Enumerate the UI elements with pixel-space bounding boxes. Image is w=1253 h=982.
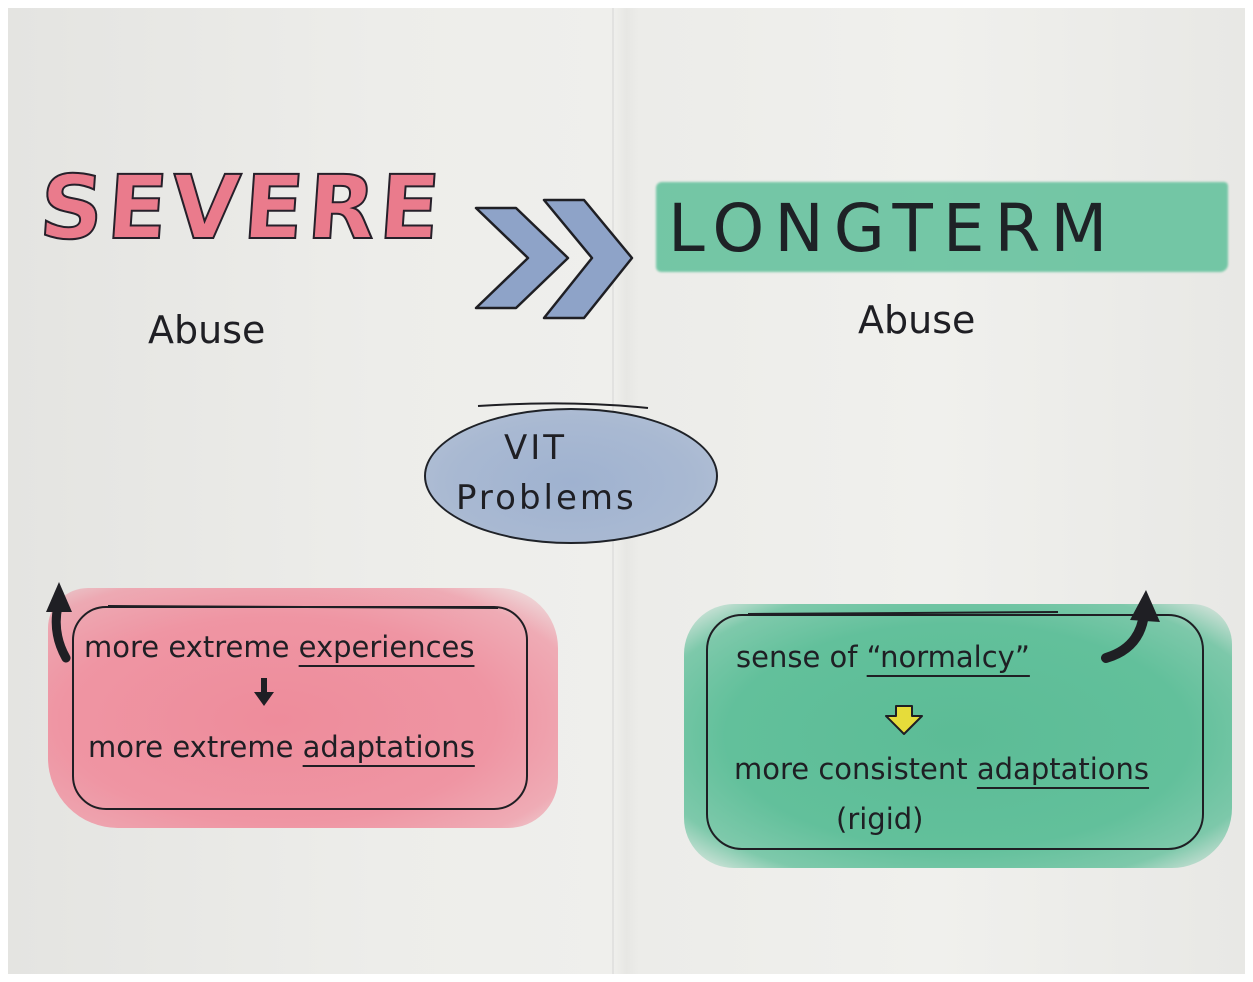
right-curved-arrow-icon (1101, 609, 1149, 663)
left-line2-prefix: more extreme (88, 730, 294, 764)
right-box-line2: more consistent adaptations (734, 752, 1149, 786)
left-box-top-line (107, 605, 499, 609)
curved-up-arrowhead-icon (46, 582, 72, 612)
red-watercolor-wash (48, 588, 558, 828)
right-box-line1: sense of “normalcy” (736, 640, 1030, 674)
left-subtitle: Abuse (148, 308, 266, 352)
diagram-arrows (46, 198, 1160, 735)
chevron-left-icon (474, 206, 570, 310)
chevron-right-icon (542, 198, 634, 320)
center-label-line2: Problems (456, 478, 637, 518)
right-box-top-line (747, 611, 1059, 615)
center-label-line1: VIT (504, 428, 568, 468)
right-line1-prefix: sense of (736, 640, 858, 674)
right-line2-prefix: more consistent (734, 752, 968, 786)
right-line1-keyword: “normalcy” (866, 640, 1030, 674)
right-curved-arrowhead-icon (1130, 590, 1160, 622)
curved-up-arrow-icon (51, 601, 71, 663)
right-box-line3: (rigid) (836, 802, 924, 836)
left-line1-prefix: more extreme (84, 630, 290, 664)
left-box-line1: more extreme experiences (84, 630, 474, 664)
left-box-line2: more extreme adaptations (88, 730, 475, 764)
green-watercolor-wash (684, 604, 1232, 868)
vit-problems-ellipse (424, 408, 718, 544)
longterm-effects-box (706, 614, 1204, 850)
down-arrow-icon (254, 692, 274, 706)
longterm-title: LONGTERM (668, 190, 1118, 267)
yellow-down-arrow-icon (885, 705, 923, 735)
pill-sketch-line (477, 402, 649, 409)
paper-sheet: SEVERE LONGTERM Abuse Abuse VIT Problems… (8, 8, 1245, 974)
longterm-highlight (656, 182, 1228, 272)
left-line2-keyword: adaptations (302, 730, 475, 764)
right-subtitle: Abuse (858, 298, 976, 342)
left-line1-keyword: experiences (298, 630, 475, 664)
right-line2-keyword: adaptations (976, 752, 1150, 786)
